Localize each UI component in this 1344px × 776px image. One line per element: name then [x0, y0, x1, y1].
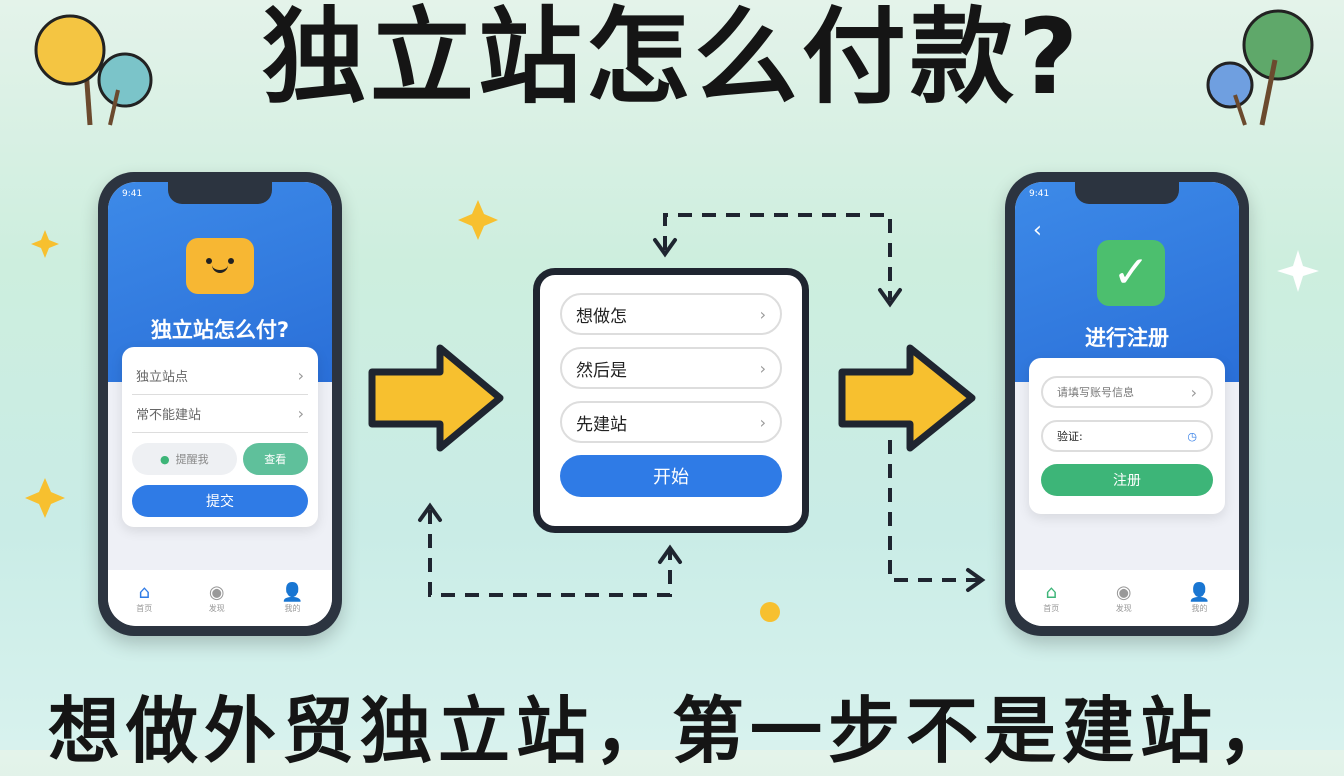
back-icon[interactable]: ‹ — [1033, 218, 1042, 243]
flow-dashed-arrows — [428, 213, 980, 597]
shopping-bag-icon — [186, 238, 254, 294]
app-title: 进行注册 — [1085, 326, 1169, 350]
chevron-right-icon: › — [1190, 382, 1197, 402]
sparkle-icon — [25, 478, 65, 518]
left-phone: 9:41 独立站怎么付? 独立站点› 常不能建站› ●提醒我 查看 提交 ⌂首页… — [98, 172, 342, 636]
start-button[interactable]: 开始 — [560, 455, 782, 497]
list-item[interactable]: 独立站点› — [132, 357, 308, 395]
arrow-right-icon — [368, 344, 504, 452]
list-item[interactable]: 常不能建站› — [132, 395, 308, 433]
status-time: 9:41 — [1029, 189, 1050, 199]
chevron-right-icon: › — [759, 412, 766, 432]
home-icon: ⌂ — [1045, 582, 1057, 603]
chevron-right-icon: › — [297, 404, 304, 423]
submit-button[interactable]: 提交 — [132, 485, 308, 517]
app-title: 独立站怎么付? — [150, 318, 290, 342]
checkmark-icon: ✓ — [1097, 240, 1165, 306]
tree-icon — [1206, 9, 1314, 126]
bottom-caption: 想做外贸独立站，第一步不是建站， — [47, 689, 1296, 773]
sparkle-icon — [31, 230, 59, 258]
user-icon: 👤 — [281, 582, 304, 603]
steps-card: 想做怎› 然后是› 先建站› 开始 — [533, 268, 809, 533]
sparkle-icon — [458, 200, 498, 240]
status-time: 9:41 — [122, 189, 143, 199]
option-item[interactable]: 想做怎› — [560, 293, 782, 335]
headline: 独立站怎么付款? — [261, 0, 1083, 118]
option-item[interactable]: 先建站› — [560, 401, 782, 443]
arrow-right-icon — [838, 344, 976, 452]
right-phone: 9:41 ‹ ✓ 进行注册 请填写账号信息› 验证:◷ 注册 ⌂首页 ◉发现 👤… — [1005, 172, 1249, 636]
tab-home[interactable]: ⌂首页 — [136, 582, 153, 613]
compass-icon: ◉ — [208, 582, 225, 603]
chevron-right-icon: › — [759, 304, 766, 324]
tab-home[interactable]: ⌂首页 — [1043, 582, 1060, 613]
account-field[interactable]: 请填写账号信息› — [1041, 376, 1213, 408]
tab-profile[interactable]: 👤我的 — [281, 582, 304, 613]
verify-field[interactable]: 验证:◷ — [1041, 420, 1213, 452]
clock-icon: ◷ — [1187, 429, 1197, 443]
user-icon: 👤 — [1188, 582, 1211, 603]
reminder-chip[interactable]: ●提醒我 — [132, 443, 237, 475]
chevron-right-icon: › — [297, 366, 304, 385]
tab-profile[interactable]: 👤我的 — [1188, 582, 1211, 613]
camera-icon: ◉ — [1115, 582, 1132, 603]
view-chip[interactable]: 查看 — [242, 443, 308, 475]
tab-discover[interactable]: ◉发现 — [1115, 582, 1132, 613]
sparkle-icon — [1277, 250, 1319, 292]
tree-icon — [34, 14, 153, 126]
register-button[interactable]: 注册 — [1041, 464, 1213, 496]
option-item[interactable]: 然后是› — [560, 347, 782, 389]
decorations — [25, 9, 1319, 622]
home-icon: ⌂ — [138, 582, 150, 603]
tab-discover[interactable]: ◉发现 — [208, 582, 225, 613]
chevron-right-icon: › — [759, 358, 766, 378]
